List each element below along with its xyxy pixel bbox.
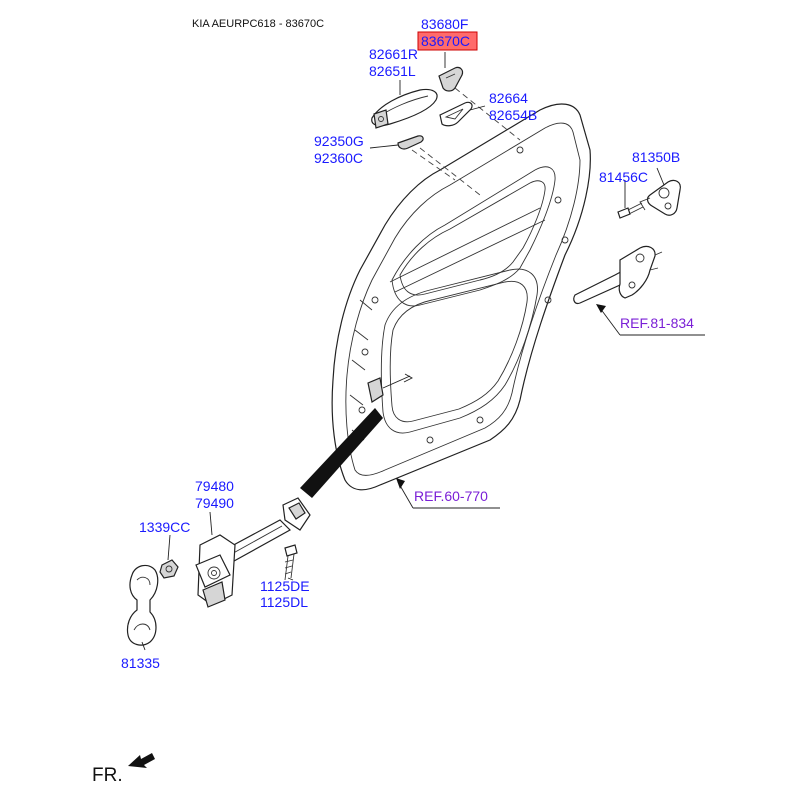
outside-handle-82651L: [371, 88, 438, 129]
part-label-92360C[interactable]: 92360C: [314, 150, 363, 166]
part-label-79480[interactable]: 79480: [195, 478, 234, 494]
front-direction-label: FR.: [92, 765, 123, 786]
ref-link-60-770[interactable]: REF.60-770: [414, 488, 488, 504]
bolt-81456C: [617, 202, 644, 219]
assembly-lines: [411, 87, 521, 196]
handle-cover-83680F: [438, 66, 464, 92]
part-label-82661R[interactable]: 82661R: [369, 46, 418, 62]
part-label-82654B[interactable]: 82654B: [489, 107, 537, 123]
part-label-83680F[interactable]: 83680F: [421, 16, 468, 32]
bolt-1125DE: [284, 544, 298, 581]
ref-link-81-834[interactable]: REF.81-834: [620, 315, 694, 331]
pad-92350G: [397, 135, 424, 150]
part-label-1125DL[interactable]: 1125DL: [260, 594, 308, 610]
ref81-arrowhead: [596, 304, 606, 313]
part-label-79490[interactable]: 79490: [195, 495, 234, 511]
cover-81335: [126, 564, 159, 646]
door-checker-79480: [195, 497, 311, 608]
part-label-1125DE[interactable]: 1125DE: [260, 578, 310, 594]
part-label-81456C[interactable]: 81456C: [599, 169, 648, 185]
door-panel: [331, 103, 591, 491]
gasket-82664: [439, 101, 473, 127]
ref60-arrowhead: [396, 478, 405, 489]
part-label-82651L[interactable]: 82651L: [369, 63, 416, 79]
nut-1339CC: [159, 559, 179, 579]
part-label-81350B[interactable]: 81350B: [632, 149, 680, 165]
latch-assembly: [573, 245, 663, 305]
part-label-81335[interactable]: 81335: [121, 655, 160, 671]
part-label-1339CC[interactable]: 1339CC: [139, 519, 190, 535]
leader-lines: [141, 52, 705, 651]
highlight-box-83670C: [417, 31, 478, 51]
part-label-83670C[interactable]: 83670C: [421, 33, 470, 49]
striker-81350B: [639, 179, 681, 216]
part-label-92350G[interactable]: 92350G: [314, 133, 364, 149]
checker-leader-band: [300, 408, 383, 498]
front-direction-arrow-icon: [128, 753, 155, 768]
diagram-title: KIA AEURPC618 - 83670C: [192, 18, 324, 30]
part-label-82664[interactable]: 82664: [489, 90, 528, 106]
